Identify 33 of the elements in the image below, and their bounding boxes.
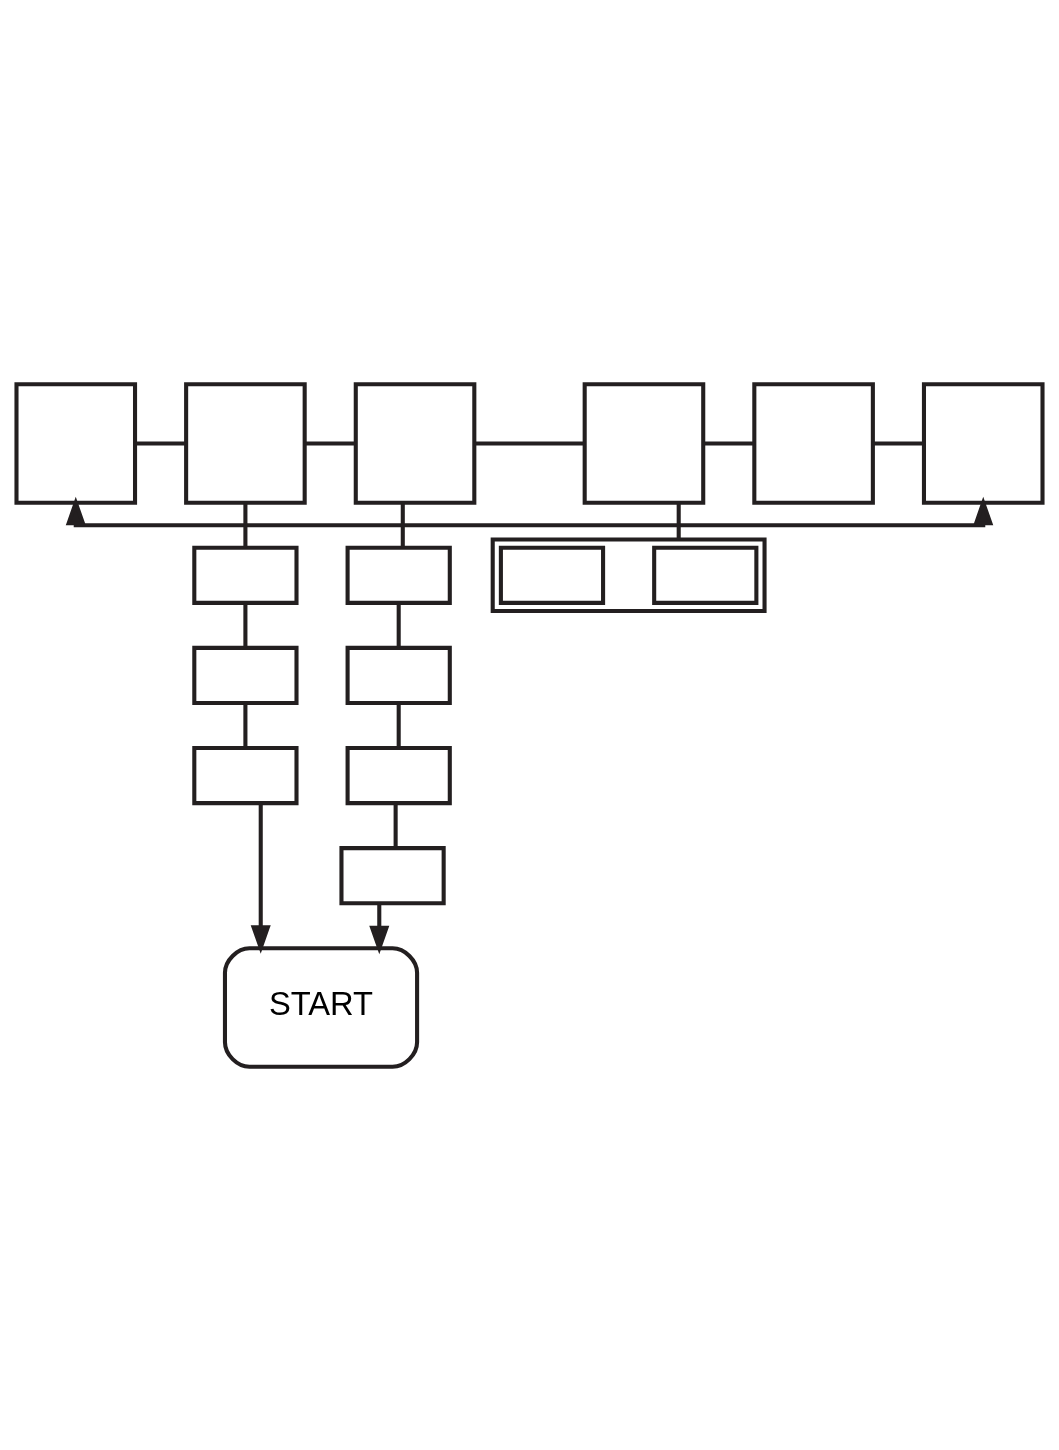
arrow xyxy=(65,496,994,527)
arrow xyxy=(369,903,390,954)
node-box xyxy=(192,745,299,805)
cluster xyxy=(490,536,767,613)
connector xyxy=(393,802,398,848)
connector xyxy=(703,440,754,445)
connector xyxy=(676,502,681,539)
node-box xyxy=(345,545,452,605)
connector xyxy=(872,440,924,445)
node-box xyxy=(921,381,1045,505)
connector xyxy=(396,602,401,648)
connector xyxy=(243,702,248,748)
node-box xyxy=(339,845,446,905)
node-box xyxy=(582,381,706,505)
node-box xyxy=(192,645,299,705)
node-box xyxy=(652,545,759,605)
connector xyxy=(243,602,248,648)
connector xyxy=(396,702,401,748)
node-box xyxy=(14,381,138,505)
node-box xyxy=(353,381,477,505)
connector xyxy=(135,440,186,445)
connector xyxy=(243,502,248,548)
connector xyxy=(474,440,584,445)
node-box xyxy=(498,545,606,605)
connector xyxy=(400,502,405,548)
node-box xyxy=(345,645,452,705)
node-box xyxy=(184,381,307,505)
node-box xyxy=(192,545,299,605)
node-box xyxy=(345,745,452,805)
node-box xyxy=(752,381,875,505)
connector xyxy=(304,440,356,445)
arrow xyxy=(250,803,271,954)
node-box: START xyxy=(222,945,420,1069)
